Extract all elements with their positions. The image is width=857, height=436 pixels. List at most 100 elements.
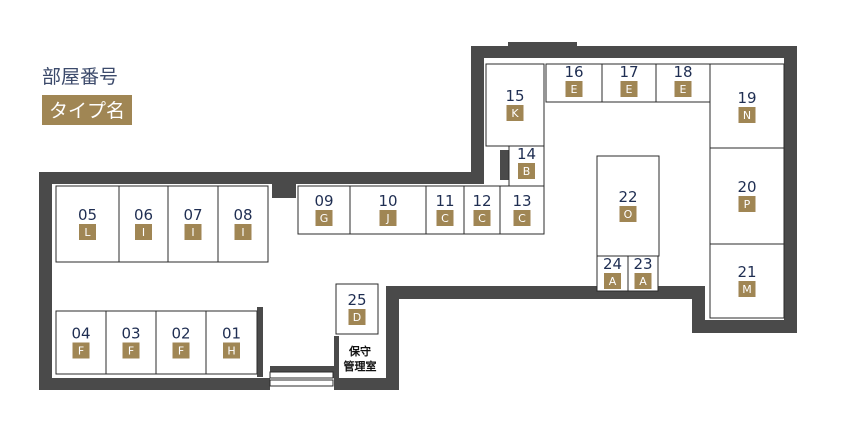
room-type-badge: [79, 224, 96, 240]
room-number: 14: [517, 145, 536, 163]
room-type: C: [441, 212, 449, 225]
room-type: P: [744, 198, 751, 211]
room-type-badge: [184, 224, 202, 240]
room-type: H: [227, 345, 235, 358]
room-number: 18: [673, 63, 692, 81]
office-label-line1: 保守: [348, 344, 371, 358]
room-type-badge: [738, 281, 756, 297]
room-23: 23A: [627, 255, 659, 292]
room-number: 02: [171, 325, 190, 343]
room-type: G: [320, 212, 329, 225]
room-type-badge: [506, 105, 524, 121]
room-outline: [55, 310, 107, 375]
room-type: I: [191, 226, 194, 239]
legend: 部屋番号 タイプ名: [42, 62, 133, 125]
room-type-badge: [223, 342, 240, 359]
room-type-badge: [234, 224, 252, 240]
room-type-badge: [620, 81, 638, 97]
room-type: L: [84, 226, 91, 239]
room-15: 15K: [485, 63, 545, 147]
room-05: 05L: [55, 185, 120, 263]
room-19: 19N: [709, 63, 785, 151]
room-02: 02F: [155, 310, 207, 375]
room-22: 22O: [596, 155, 660, 257]
room-06: 06I: [118, 185, 169, 263]
room-type: N: [743, 109, 751, 122]
office-label-line2: 管理室: [344, 359, 377, 373]
room-08: 08I: [217, 185, 269, 263]
room-number: 24: [603, 255, 622, 273]
room-type-badge: [513, 210, 531, 226]
room-type-badge: [135, 224, 152, 240]
room-number: 11: [435, 192, 454, 210]
room-type-badge: [122, 342, 140, 359]
room-11: 11C: [425, 185, 465, 235]
room-type-badge: [473, 210, 491, 226]
room-type-badge: [604, 273, 621, 289]
room-number: 01: [222, 325, 241, 343]
room-type: F: [178, 345, 184, 358]
room-14: 14B: [508, 145, 545, 187]
room-number: 25: [347, 291, 366, 309]
room-type-badge: [738, 196, 756, 212]
legend-type-label: タイプ名: [42, 95, 133, 125]
room-number: 21: [737, 263, 756, 281]
room-type: M: [742, 283, 752, 296]
room-number: 04: [71, 325, 90, 343]
room-number: 05: [78, 206, 97, 224]
room-type-badge: [172, 342, 190, 359]
room-type-badge: [565, 81, 583, 97]
room-20: 20P: [709, 147, 785, 245]
room-type: K: [511, 107, 519, 120]
room-number: 08: [233, 206, 252, 224]
room-number: 15: [505, 87, 524, 105]
room-number: 13: [512, 192, 531, 210]
room-13: 13C: [499, 185, 545, 235]
room-type: D: [353, 311, 361, 324]
room-21: 21M: [709, 243, 785, 319]
room-type: O: [624, 208, 633, 221]
room-type-badge: [315, 210, 333, 226]
room-number: 20: [737, 178, 756, 196]
room-12: 12C: [463, 185, 501, 235]
room-07: 07I: [167, 185, 219, 263]
room-type-badge: [634, 273, 652, 289]
room-number: 22: [618, 188, 637, 206]
room-type: A: [639, 275, 647, 288]
room-18: 18E: [655, 63, 711, 103]
room-10: 10J: [349, 185, 427, 235]
room-number: 06: [134, 206, 153, 224]
room-type: C: [478, 212, 486, 225]
room-16: 16E: [545, 63, 603, 103]
room-number: 09: [314, 192, 333, 210]
room-type-badge: [348, 309, 366, 325]
room-04: 04F: [55, 310, 107, 375]
room-number: 03: [121, 325, 140, 343]
room-24: 24A: [596, 255, 629, 292]
room-type-badge: [72, 342, 90, 359]
room-type: A: [609, 275, 617, 288]
room-17: 17E: [601, 63, 657, 103]
room-type-badge: [619, 206, 637, 222]
room-number: 16: [564, 63, 583, 81]
room-type: E: [626, 83, 633, 96]
room-25: 25D: [335, 283, 379, 335]
room-type: I: [142, 226, 145, 239]
room-01: 01H: [205, 310, 258, 375]
legend-room-number-label: 部屋番号: [42, 66, 119, 88]
room-number: 23: [633, 255, 652, 273]
room-number: 17: [619, 63, 638, 81]
room-type: E: [680, 83, 687, 96]
room-type: C: [518, 212, 526, 225]
room-number: 12: [472, 192, 491, 210]
maintenance-office: 保守 管理室: [344, 344, 377, 373]
room-type-badge: [518, 163, 535, 179]
room-number: 10: [378, 192, 397, 210]
room-type-badge: [436, 210, 454, 226]
room-03: 03F: [105, 310, 157, 375]
room-type-badge: [674, 81, 692, 97]
room-type: B: [523, 165, 531, 178]
room-type: I: [241, 226, 244, 239]
room-type: E: [571, 83, 578, 96]
